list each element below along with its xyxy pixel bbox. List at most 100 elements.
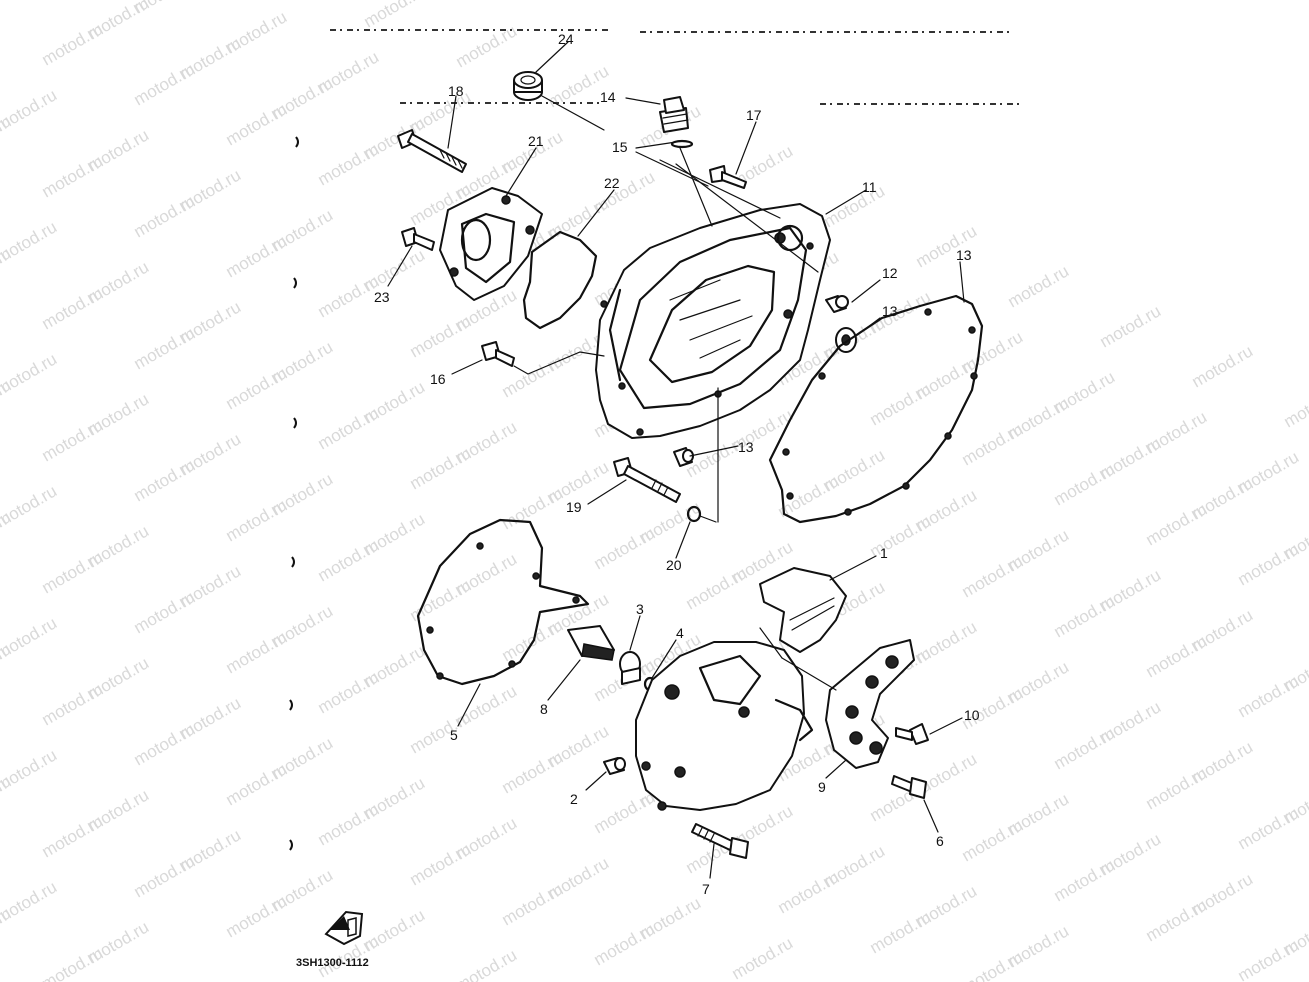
callout-6: 6 bbox=[936, 833, 944, 849]
watermark-text: motod.ru bbox=[223, 99, 291, 149]
part-19-long-bolt bbox=[397, 129, 467, 173]
watermark-text: motod.ru bbox=[361, 0, 429, 31]
part-5-gasket bbox=[416, 518, 590, 686]
callout-7: 7 bbox=[702, 881, 710, 897]
part-20-long-bolt bbox=[613, 457, 681, 503]
watermark-text: motod.ru bbox=[1051, 459, 1119, 509]
callout-13-lower: 13 bbox=[738, 439, 754, 455]
leader-lines bbox=[387, 41, 965, 879]
header-scan-marks bbox=[330, 29, 1020, 105]
watermark-text: motod.ru bbox=[39, 283, 107, 333]
part-15-filler-plug bbox=[659, 96, 689, 133]
watermark-text: motod.ru bbox=[1189, 341, 1257, 391]
callout-2: 2 bbox=[570, 791, 578, 807]
part-1-guard bbox=[759, 567, 847, 653]
watermark-text: motod.ru bbox=[407, 575, 475, 625]
watermark-text: motod.ru bbox=[959, 419, 1027, 469]
callout-11: 11 bbox=[862, 179, 877, 195]
watermark-text: motod.ru bbox=[1143, 631, 1211, 681]
watermark-text: motod.ru bbox=[0, 0, 14, 29]
callout-19: 18 bbox=[448, 83, 464, 99]
callout-22: 21 bbox=[528, 133, 544, 149]
watermark-text: motod.ru bbox=[131, 455, 199, 505]
watermark-text: motod.ru bbox=[131, 323, 199, 373]
watermark-text: motod.ru bbox=[1143, 499, 1211, 549]
callout-1: 1 bbox=[880, 545, 888, 561]
watermark-text: motod.ru bbox=[1005, 261, 1073, 311]
watermark-text: motod.ru bbox=[39, 151, 107, 201]
watermark-text: motod.ru bbox=[131, 851, 199, 901]
part-17-bolt bbox=[481, 341, 515, 367]
watermark-text: motod.ru bbox=[959, 551, 1027, 601]
watermark-text: motod.ru bbox=[315, 139, 383, 189]
watermark-text: motod.ru bbox=[1051, 591, 1119, 641]
part-21-washer bbox=[686, 505, 702, 523]
watermark-text: motod.ru bbox=[131, 719, 199, 769]
watermark-text: motod.ru bbox=[223, 495, 291, 545]
watermark-text: motod.ru bbox=[0, 0, 60, 3]
callout-18: 17 bbox=[746, 107, 762, 123]
watermark-text: motod.ru bbox=[1281, 381, 1309, 431]
watermark-text: motod.ru bbox=[131, 587, 199, 637]
watermark-text: motod.ru bbox=[867, 907, 935, 957]
callout-labels: 24 14 18 17 15 21 11 22 13 12 23 13 16 1… bbox=[374, 31, 980, 897]
callout-3: 3 bbox=[636, 601, 644, 617]
part-23-gasket bbox=[522, 230, 598, 330]
part-6-bolt bbox=[891, 775, 927, 799]
watermark-text: motod.ru bbox=[591, 523, 659, 573]
watermark-text: motod.ru bbox=[1097, 301, 1165, 351]
watermark-text: motod.ru bbox=[407, 311, 475, 361]
watermark-text: motod.ru bbox=[315, 799, 383, 849]
part-5-holes bbox=[426, 542, 580, 680]
watermark-text: motod.ru bbox=[39, 811, 107, 861]
watermark-text: motod.ru bbox=[1051, 855, 1119, 905]
part-8-damper bbox=[567, 625, 615, 661]
watermark-text: motod.ru bbox=[131, 191, 199, 241]
watermark-text: motod.ru bbox=[223, 759, 291, 809]
watermark-text: motod.ru bbox=[499, 615, 567, 665]
watermark-text: motod.ru bbox=[729, 933, 797, 982]
watermark-text: motod.ru bbox=[1235, 539, 1303, 589]
watermark-text: motod.ru bbox=[223, 891, 291, 941]
watermark-text: motod.ru bbox=[959, 947, 1027, 982]
part-9-bracket bbox=[825, 639, 915, 769]
watermark-text: motod.ru bbox=[1051, 723, 1119, 773]
callout-12: 13 bbox=[882, 303, 898, 319]
watermark-text: motod.ru bbox=[39, 19, 107, 69]
margin-marks bbox=[289, 136, 299, 851]
part-13-dowel-lower bbox=[673, 447, 694, 467]
watermark-text: motod.ru bbox=[1143, 895, 1211, 945]
callout-16: 15 bbox=[612, 139, 628, 155]
watermark-text: motod.ru bbox=[39, 679, 107, 729]
part-7-long-bolt bbox=[691, 823, 749, 859]
part-crankcase-cover-lower bbox=[635, 641, 814, 811]
callout-9: 9 bbox=[818, 779, 826, 795]
watermark-text: motod.ru bbox=[39, 547, 107, 597]
watermark-text: motod.ru bbox=[223, 627, 291, 677]
watermark-text: motod.ru bbox=[499, 747, 567, 797]
watermark-text: motod.ru bbox=[821, 181, 889, 231]
drawing-code: 3SH1300-1112 bbox=[296, 957, 369, 969]
watermark-text: motod.ru bbox=[315, 271, 383, 321]
watermark-text: motod.ru bbox=[39, 943, 107, 982]
watermark-text: motod.ru bbox=[1235, 935, 1303, 982]
watermark-text: motod.ru bbox=[683, 563, 751, 613]
watermark-text: motod.ru bbox=[223, 231, 291, 281]
callout-13-upper: 12 bbox=[882, 265, 898, 281]
watermark-text: motod.ru bbox=[453, 21, 521, 71]
watermark-text: motod.ru bbox=[39, 415, 107, 465]
watermark-text: motod.ru bbox=[591, 919, 659, 969]
watermark-text: motod.ru bbox=[775, 867, 843, 917]
part-22-housing bbox=[439, 187, 543, 301]
watermark-text: motod.ru bbox=[223, 363, 291, 413]
watermark-text: motod.ru bbox=[867, 379, 935, 429]
part-25-collar bbox=[513, 71, 543, 101]
callout-17: 16 bbox=[430, 371, 446, 387]
callout-10: 10 bbox=[964, 707, 980, 723]
part-24-short-bolt bbox=[401, 227, 435, 251]
watermark-text: motod.ru bbox=[407, 443, 475, 493]
watermark-text: motod.ru bbox=[315, 403, 383, 453]
callout-23: 22 bbox=[604, 175, 620, 191]
callout-5: 5 bbox=[450, 727, 458, 743]
part-14-holes bbox=[782, 308, 978, 516]
